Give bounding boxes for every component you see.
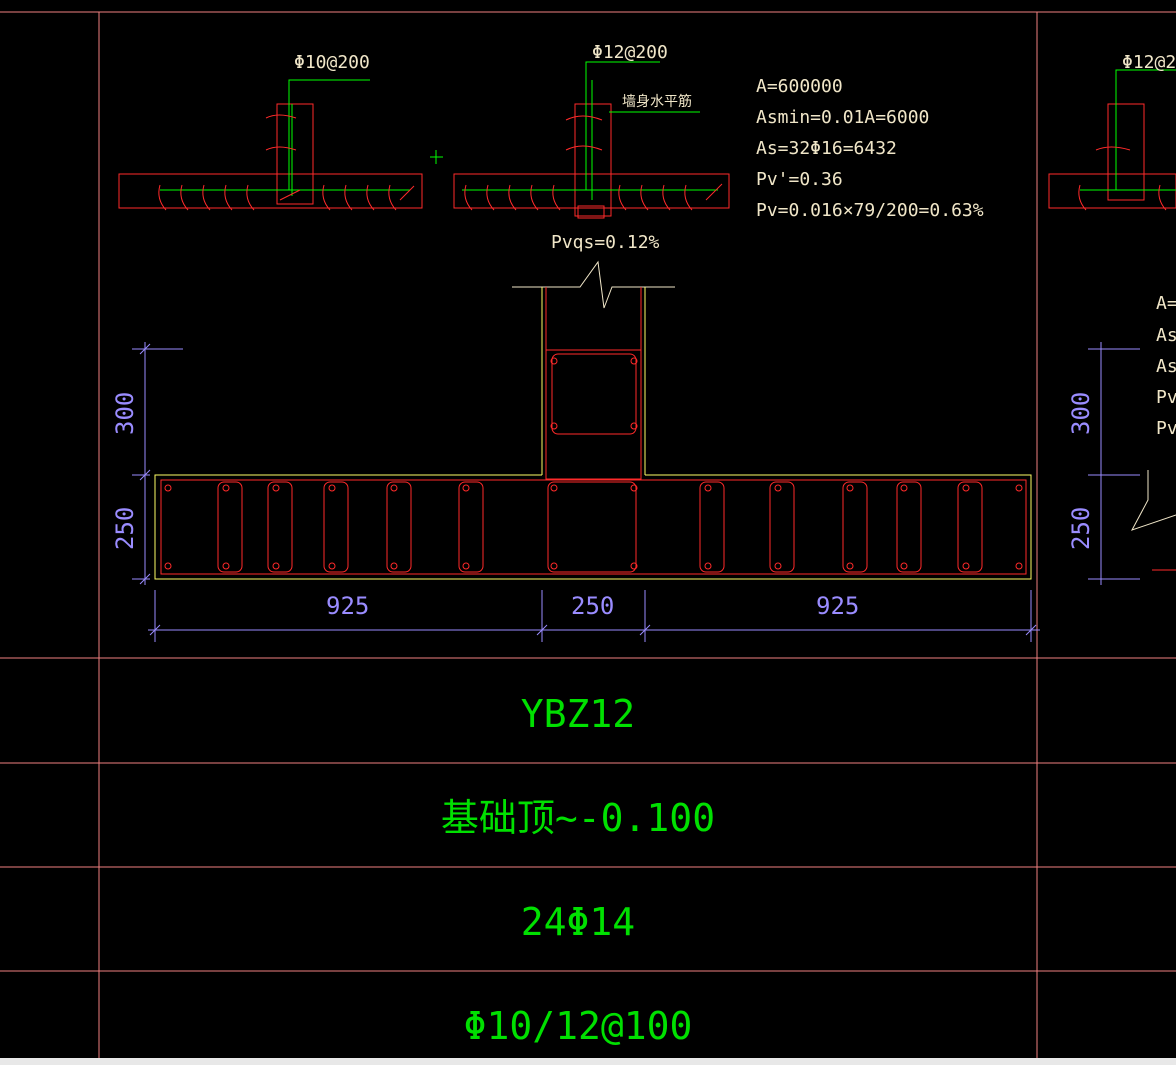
right-calc-line: Pv bbox=[1156, 418, 1176, 439]
dim-horizontal-250: 250 bbox=[571, 592, 614, 620]
detail-mid-note: 墙身水平筋 bbox=[622, 93, 692, 110]
calc-note-as: As=32Φ16=6432 bbox=[756, 138, 897, 159]
right-calc-partial: A= As As Pv Pv bbox=[1156, 293, 1176, 439]
detail-left-junction bbox=[118, 79, 423, 211]
detail-right-label: Φ12@200 bbox=[1122, 52, 1176, 73]
column-stem bbox=[512, 260, 675, 480]
pvqs-note: Pvqs=0.12% bbox=[551, 232, 660, 253]
status-strip bbox=[0, 1058, 1176, 1065]
calc-note-area: A=600000 bbox=[756, 76, 843, 97]
dim-horizontal-925-left: 925 bbox=[326, 592, 369, 620]
calc-note-pv-prime: Pv'=0.36 bbox=[756, 169, 843, 190]
calc-notes: A=600000 Asmin=0.01A=6000 As=32Φ16=6432 … bbox=[756, 76, 984, 221]
right-calc-line: As bbox=[1156, 356, 1176, 377]
right-dim-vertical-250: 250 bbox=[1067, 507, 1095, 550]
right-calc-line: As bbox=[1156, 325, 1176, 346]
calc-note-asmin: Asmin=0.01A=6000 bbox=[756, 107, 929, 128]
elevation-range: 基础顶~-0.100 bbox=[441, 796, 715, 840]
column-id: YBZ12 bbox=[521, 692, 635, 736]
dim-vertical-250: 250 bbox=[111, 507, 139, 550]
dimension-lines bbox=[132, 342, 1140, 642]
dim-horizontal-925-right: 925 bbox=[816, 592, 859, 620]
dim-vertical-300: 300 bbox=[111, 392, 139, 435]
right-calc-line: Pv bbox=[1156, 387, 1176, 408]
table-grid bbox=[0, 11, 1176, 1058]
stirrups: Φ10/12@100 bbox=[464, 1004, 693, 1048]
table-cells: YBZ12 基础顶~-0.100 24Φ14 Φ10/12@100 bbox=[441, 692, 715, 1048]
detail-mid-label: Φ12@200 bbox=[592, 42, 668, 63]
detail-mid-junction bbox=[453, 61, 730, 219]
right-partial-section bbox=[1130, 470, 1176, 571]
right-calc-line: A= bbox=[1156, 293, 1176, 314]
detail-right-junction bbox=[1048, 69, 1176, 211]
longitudinal-rebar: 24Φ14 bbox=[521, 900, 635, 944]
dimension-texts: 300 250 925 250 925 300 250 bbox=[111, 392, 1095, 620]
right-dim-vertical-300: 300 bbox=[1067, 392, 1095, 435]
flange-section bbox=[154, 474, 1032, 580]
detail-left-label: Φ10@200 bbox=[294, 52, 370, 73]
crosshair-icon bbox=[430, 150, 443, 164]
calc-note-pv: Pv=0.016×79/200=0.63% bbox=[756, 200, 984, 221]
